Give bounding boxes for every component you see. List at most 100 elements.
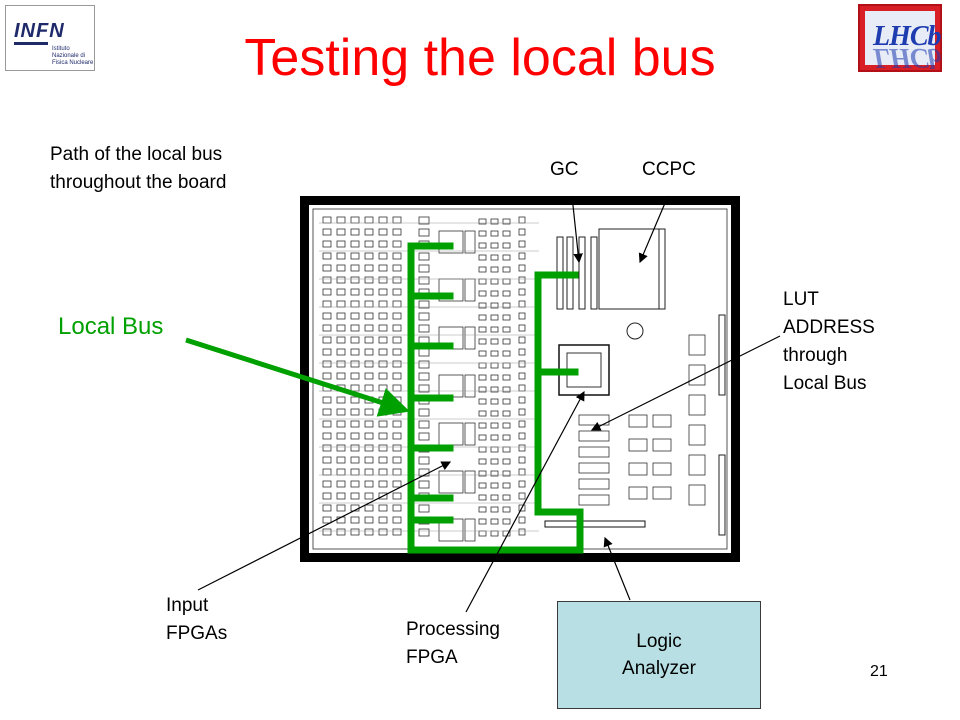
board-component: [392, 348, 402, 356]
path-label-line2: throughout the board: [50, 172, 227, 193]
board-component: [350, 432, 360, 440]
board-component: [502, 326, 511, 333]
board-component: [578, 462, 610, 474]
board-component: [378, 516, 388, 524]
board-component: [478, 422, 487, 429]
board-component: [322, 240, 332, 248]
board-component: [688, 424, 706, 446]
board-component: [490, 470, 499, 477]
board-component: [364, 276, 374, 284]
board-component: [350, 336, 360, 344]
board-component: [478, 254, 487, 261]
board-component: [336, 324, 346, 332]
board-component: [364, 288, 374, 296]
board-component: [364, 408, 374, 416]
board-component: [478, 314, 487, 321]
board-component: [364, 348, 374, 356]
board-component: [392, 312, 402, 320]
board-component: [350, 276, 360, 284]
board-diagram: [300, 196, 740, 562]
lut-label-line4: Local Bus: [783, 373, 867, 394]
slide-title: Testing the local bus: [244, 29, 716, 87]
board-component: [392, 324, 402, 332]
board-component: [502, 482, 511, 489]
board-surface: [309, 205, 731, 553]
board-component: [322, 324, 332, 332]
board-component: [418, 216, 430, 225]
board-component: [336, 348, 346, 356]
board-component: [336, 420, 346, 428]
board-component: [336, 456, 346, 464]
board-component: [378, 276, 388, 284]
board-component: [364, 252, 374, 260]
board-component: [628, 438, 648, 452]
board-component: [502, 422, 511, 429]
board-component: [350, 528, 360, 536]
board-component: [336, 432, 346, 440]
board-component: [490, 254, 499, 261]
board-component: [478, 350, 487, 357]
board-component: [688, 484, 706, 506]
board-component: [322, 276, 332, 284]
board-component: [392, 504, 402, 512]
board-component: [518, 528, 526, 536]
board-component: [392, 456, 402, 464]
board-component: [322, 492, 332, 500]
board-component: [378, 288, 388, 296]
board-component: [322, 408, 332, 416]
board-component: [518, 516, 526, 524]
infn-logo-subtext: Istituto Nazionale di Fisica Nucleare: [52, 46, 94, 66]
board-component: [336, 528, 346, 536]
board-component: [322, 444, 332, 452]
board-component: [502, 254, 511, 261]
local-bus-arrow: [185, 337, 410, 417]
board-component: [322, 252, 332, 260]
lhcb-logo-text: LHCb: [873, 21, 942, 52]
board-component: [652, 438, 672, 452]
board-component: [418, 528, 430, 537]
board-component: [378, 432, 388, 440]
board-component: [392, 264, 402, 272]
board-component: [490, 494, 499, 501]
board-component: [418, 300, 430, 309]
lut-label-line1: LUT: [783, 289, 819, 310]
board-component: [350, 288, 360, 296]
board-component: [364, 420, 374, 428]
processing-fpga-line2: FPGA: [406, 647, 458, 668]
logic-analyzer-line2: Analyzer: [622, 658, 696, 679]
board-component: [490, 398, 499, 405]
board-component: [478, 470, 487, 477]
board-component: [322, 420, 332, 428]
board-component: [350, 264, 360, 272]
board-component: [518, 432, 526, 440]
board-component: [490, 374, 499, 381]
board-component: [578, 430, 610, 442]
board-component: [490, 302, 499, 309]
board-component: [502, 494, 511, 501]
board-component: [364, 444, 374, 452]
board-component: [502, 302, 511, 309]
board-component: [490, 506, 499, 513]
lut-label-line2: ADDRESS: [783, 317, 875, 338]
board-component: [502, 518, 511, 525]
board-component: [392, 432, 402, 440]
board-component: [350, 252, 360, 260]
board-component: [336, 396, 346, 404]
board-component: [518, 252, 526, 260]
board-component: [518, 336, 526, 344]
board-component: [418, 408, 430, 417]
processing-fpga-arrow: [465, 390, 585, 613]
board-component: [364, 516, 374, 524]
board-component: [490, 410, 499, 417]
board-component: [378, 480, 388, 488]
board-component: [336, 372, 346, 380]
board-component: [502, 374, 511, 381]
logic-analyzer-line1: Logic: [636, 631, 682, 652]
board-component: [322, 504, 332, 512]
board-component: [336, 240, 346, 248]
gc-label: GC: [550, 159, 579, 180]
board-component: [478, 326, 487, 333]
local-bus-path: [407, 242, 584, 554]
board-component: [364, 336, 374, 344]
board-component: [418, 372, 430, 381]
